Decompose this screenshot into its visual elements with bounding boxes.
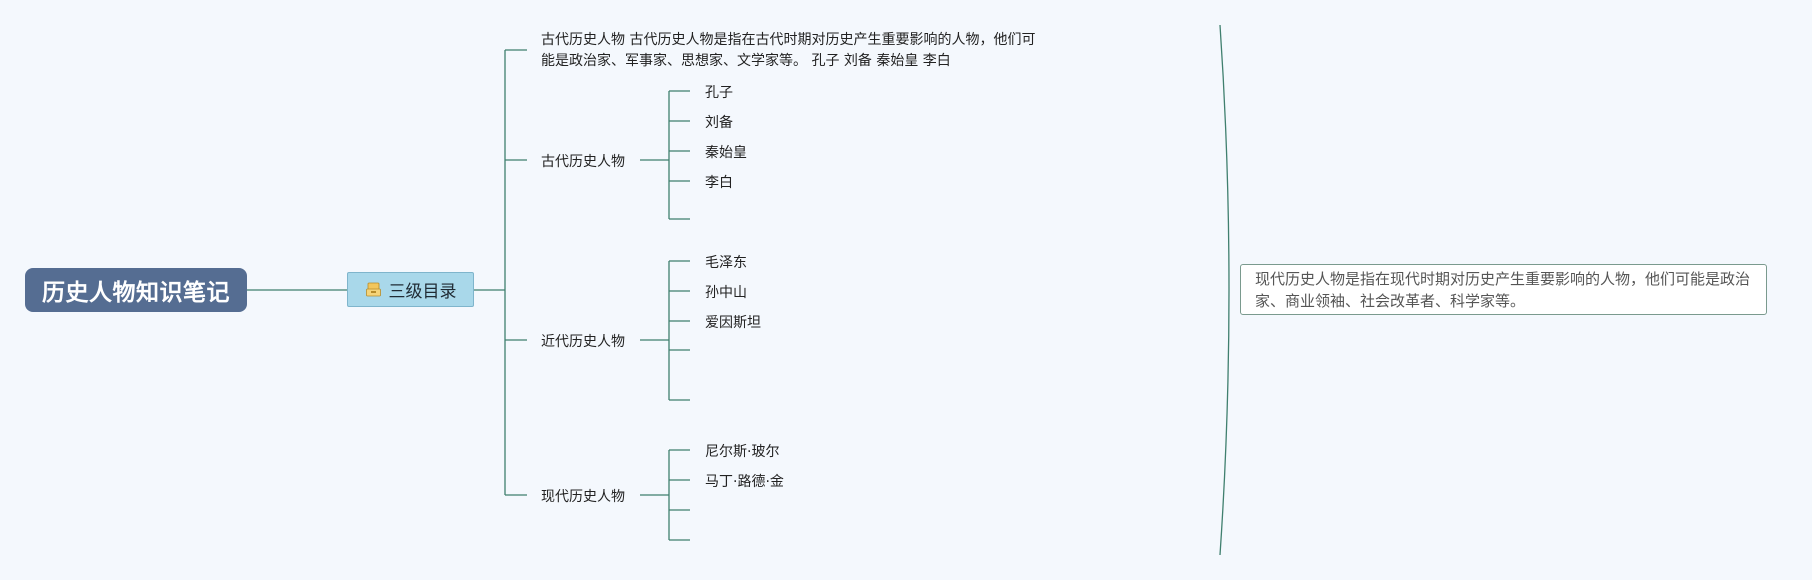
- level1-label: 三级目录: [388, 282, 457, 302]
- leaf-item[interactable]: 孔子: [705, 82, 733, 102]
- leaf-item[interactable]: 马丁·路德·金: [705, 471, 784, 491]
- branch-label: 近代历史人物: [541, 334, 625, 350]
- leaf-label: 李白: [705, 175, 733, 191]
- description-text: 古代历史人物 古代历史人物是指在古代时期对历史产生重要影响的人物，他们可能是政治…: [541, 32, 1036, 69]
- leaf-item[interactable]: 孙中山: [705, 282, 747, 302]
- root-node[interactable]: 历史人物知识笔记: [25, 268, 247, 312]
- leaf-label: 孔子: [705, 85, 733, 101]
- description-topic[interactable]: 古代历史人物 古代历史人物是指在古代时期对历史产生重要影响的人物，他们可能是政治…: [541, 30, 1041, 72]
- leaf-item[interactable]: 李白: [705, 172, 733, 192]
- leaf-label: 毛泽东: [705, 255, 747, 271]
- branch-label: 现代历史人物: [541, 489, 625, 505]
- leaf-item[interactable]: 秦始皇: [705, 142, 747, 162]
- leaf-label: 爱因斯坦: [705, 315, 761, 331]
- leaf-label: 马丁·路德·金: [705, 474, 784, 490]
- level1-node[interactable]: 三级目录: [347, 272, 474, 307]
- leaf-label: 刘备: [705, 115, 733, 131]
- leaf-item[interactable]: 爱因斯坦: [705, 312, 761, 332]
- leaf-label: 尼尔斯·玻尔: [705, 444, 780, 460]
- leaf-label: 秦始皇: [705, 145, 747, 161]
- summary-callout[interactable]: 现代历史人物是指在现代时期对历史产生重要影响的人物，他们可能是政治家、商业领袖、…: [1240, 264, 1767, 315]
- summary-text: 现代历史人物是指在现代时期对历史产生重要影响的人物，他们可能是政治家、商业领袖、…: [1255, 270, 1751, 310]
- archive-box-icon: [365, 281, 382, 298]
- branch-topic-modern[interactable]: 近代历史人物: [541, 331, 625, 351]
- leaf-item[interactable]: 尼尔斯·玻尔: [705, 441, 779, 461]
- branch-topic-ancient[interactable]: 古代历史人物: [541, 151, 625, 171]
- leaf-item[interactable]: 毛泽东: [705, 252, 747, 272]
- root-title: 历史人物知识笔记: [42, 280, 230, 306]
- summary-bracket: [1219, 24, 1230, 556]
- branch-label: 古代历史人物: [541, 154, 625, 170]
- branch-topic-contemporary[interactable]: 现代历史人物: [541, 486, 625, 506]
- leaf-label: 孙中山: [705, 285, 747, 301]
- leaf-item[interactable]: 刘备: [705, 112, 733, 132]
